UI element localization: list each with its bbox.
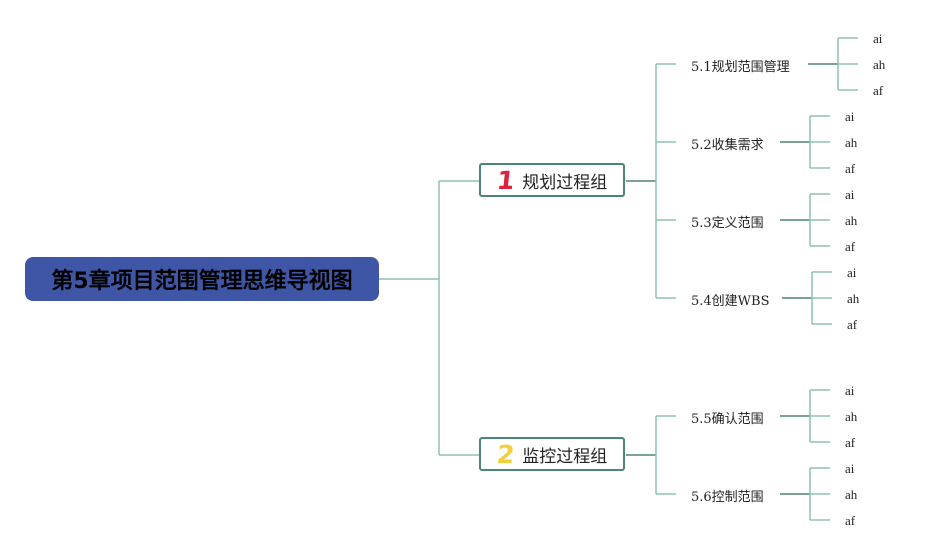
root-topic[interactable]: 第5章项目范围管理思维导视图 bbox=[25, 257, 379, 301]
subtopic-5-3[interactable]: 5.3定义范围 bbox=[691, 216, 764, 231]
leaf-item[interactable]: ai bbox=[847, 265, 857, 280]
number-two-icon: 2 bbox=[495, 439, 516, 469]
leaf-item[interactable]: af bbox=[845, 239, 856, 254]
leaf-item[interactable]: ah bbox=[845, 487, 858, 502]
leaf-item[interactable]: ai bbox=[845, 187, 855, 202]
leaf-item[interactable]: ah bbox=[845, 213, 858, 228]
leaf-item[interactable]: af bbox=[873, 83, 884, 98]
leaf-item[interactable]: af bbox=[845, 161, 856, 176]
group-planning[interactable]: 1 规划过程组 bbox=[479, 163, 625, 197]
subtopic-5-5[interactable]: 5.5确认范围 bbox=[691, 412, 764, 427]
subtopic-5-4[interactable]: 5.4创建WBS bbox=[691, 294, 770, 309]
leaf-item[interactable]: af bbox=[845, 435, 856, 450]
leaf-item[interactable]: af bbox=[847, 317, 858, 332]
subtopic-5-1[interactable]: 5.1规划范围管理 bbox=[691, 60, 790, 75]
leaf-item[interactable]: ah bbox=[845, 135, 858, 150]
subtopic-5-6[interactable]: 5.6控制范围 bbox=[691, 490, 764, 505]
leaf-item[interactable]: ai bbox=[845, 461, 855, 476]
leaf-item[interactable]: ai bbox=[873, 31, 883, 46]
leaf-item[interactable]: ah bbox=[845, 409, 858, 424]
leaf-item[interactable]: ah bbox=[873, 57, 886, 72]
group-label: 规划过程组 bbox=[522, 172, 608, 193]
group-monitoring[interactable]: 2 监控过程组 bbox=[479, 437, 625, 471]
group-label: 监控过程组 bbox=[522, 446, 608, 467]
root-topic-label: 第5章项目范围管理思维导视图 bbox=[51, 269, 353, 294]
leaf-item[interactable]: ai bbox=[845, 383, 855, 398]
subtopic-5-2[interactable]: 5.2收集需求 bbox=[691, 138, 764, 153]
leaf-item[interactable]: af bbox=[845, 513, 856, 528]
leaf-item[interactable]: ai bbox=[845, 109, 855, 124]
number-one-icon: 1 bbox=[495, 165, 516, 195]
leaf-item[interactable]: ah bbox=[847, 291, 860, 306]
